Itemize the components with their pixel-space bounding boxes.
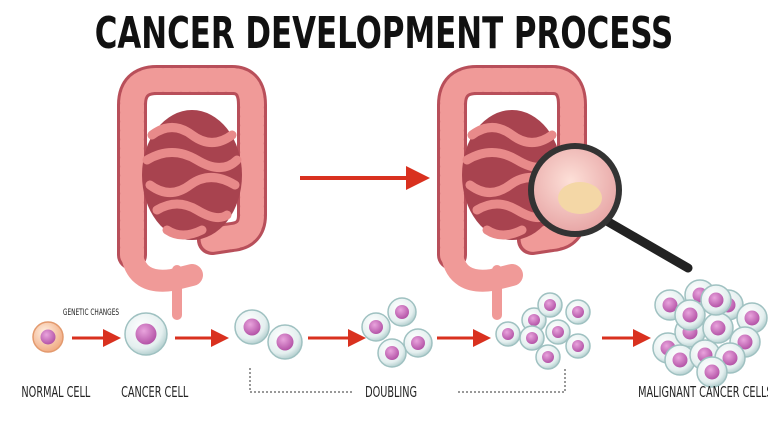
malignant-cell: [696, 356, 728, 388]
cancer-cell: [377, 338, 407, 368]
malignant-cell: [736, 302, 768, 334]
page-title: CANCER DEVELOPMENT PROCESS: [94, 8, 674, 59]
label-cancer-cell: CANCER CELL: [121, 383, 189, 401]
intestine-healthy: [132, 80, 252, 315]
normal-cell: [32, 321, 64, 353]
label-normal-cell: NORMAL CELL: [21, 383, 91, 401]
magnifier-icon: [528, 143, 693, 273]
cancer-cell: [495, 321, 521, 347]
cancer-cell: [545, 319, 571, 345]
cancer-cell: [519, 325, 545, 351]
cancer-cell: [361, 312, 391, 342]
cancer-cell: [537, 292, 563, 318]
cancer-cell: [403, 328, 433, 358]
cancer-cell: [565, 299, 591, 325]
malignant-cell: [702, 312, 734, 344]
label-genetic-changes: GENETIC CHANGES: [62, 308, 120, 318]
cancer-cell: [267, 324, 303, 360]
cancer-cell: [234, 309, 270, 345]
malignant-cell: [700, 284, 732, 316]
cancer-cell: [387, 297, 417, 327]
label-doubling: DOUBLING: [365, 383, 418, 401]
cancer-cell: [535, 344, 561, 370]
label-malignant-cancer-cells: MALIGNANT CANCER CELLS: [638, 383, 768, 401]
cancer-cell: [565, 333, 591, 359]
cancer-cell: [124, 312, 168, 356]
malignant-cell: [674, 299, 706, 331]
doubling-bracket: [249, 368, 566, 393]
